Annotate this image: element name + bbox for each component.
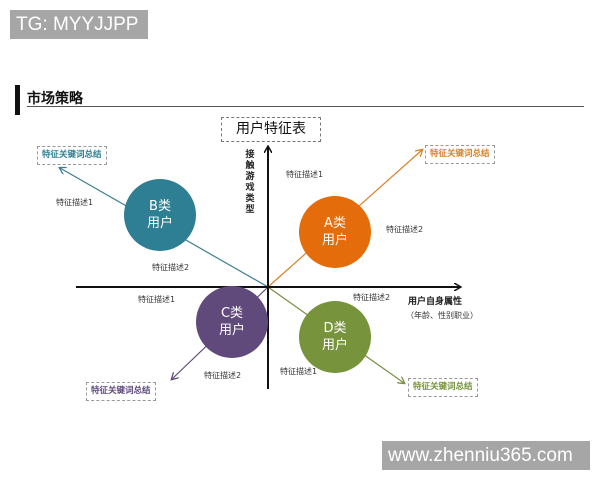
- section-title: 市场策略: [27, 91, 83, 107]
- section-divider: [27, 106, 584, 107]
- segment-a-sublabel: 用户: [321, 233, 348, 248]
- segment-d-label: D类: [323, 321, 347, 336]
- user-segment-c: C类 用户: [196, 286, 268, 358]
- desc-b-1: 特征描述1: [56, 198, 94, 207]
- segment-d-sublabel: 用户: [321, 338, 348, 353]
- segment-c-sublabel: 用户: [218, 323, 245, 338]
- segment-b-label: B类: [149, 199, 171, 214]
- desc-d-2: 特征描述2: [353, 293, 391, 302]
- desc-c-2: 特征描述2: [204, 371, 242, 380]
- x-axis-label: 用户自身属性: [408, 297, 463, 307]
- keyword-box-c: 特征关键词总结: [86, 382, 156, 401]
- segment-c-label: C类: [220, 306, 244, 321]
- user-segment-a: A类 用户: [299, 196, 371, 268]
- section-accent-bar: [15, 85, 20, 115]
- desc-d-1: 特征描述1: [280, 367, 318, 376]
- diagram-title: 用户特征表: [221, 117, 321, 142]
- keyword-box-d: 特征关键词总结: [408, 378, 478, 397]
- y-axis-label: 接触游戏类型: [245, 150, 255, 215]
- desc-a-1: 特征描述1: [286, 170, 324, 179]
- keyword-box-a: 特征关键词总结: [425, 145, 495, 164]
- desc-b-2: 特征描述2: [152, 263, 190, 272]
- watermark-bottom: www.zhenniu365.com: [382, 441, 590, 470]
- desc-c-1: 特征描述1: [138, 295, 176, 304]
- segment-b-sublabel: 用户: [146, 216, 173, 231]
- watermark-top: TG: MYYJJPP: [10, 10, 148, 39]
- user-segment-d: D类 用户: [299, 301, 371, 373]
- user-segment-b: B类 用户: [124, 179, 196, 251]
- segment-a-label: A类: [324, 216, 346, 231]
- x-axis-sublabel: （年龄、性别职业）: [406, 311, 478, 320]
- keyword-box-b: 特征关键词总结: [37, 146, 107, 165]
- desc-a-2: 特征描述2: [386, 225, 424, 234]
